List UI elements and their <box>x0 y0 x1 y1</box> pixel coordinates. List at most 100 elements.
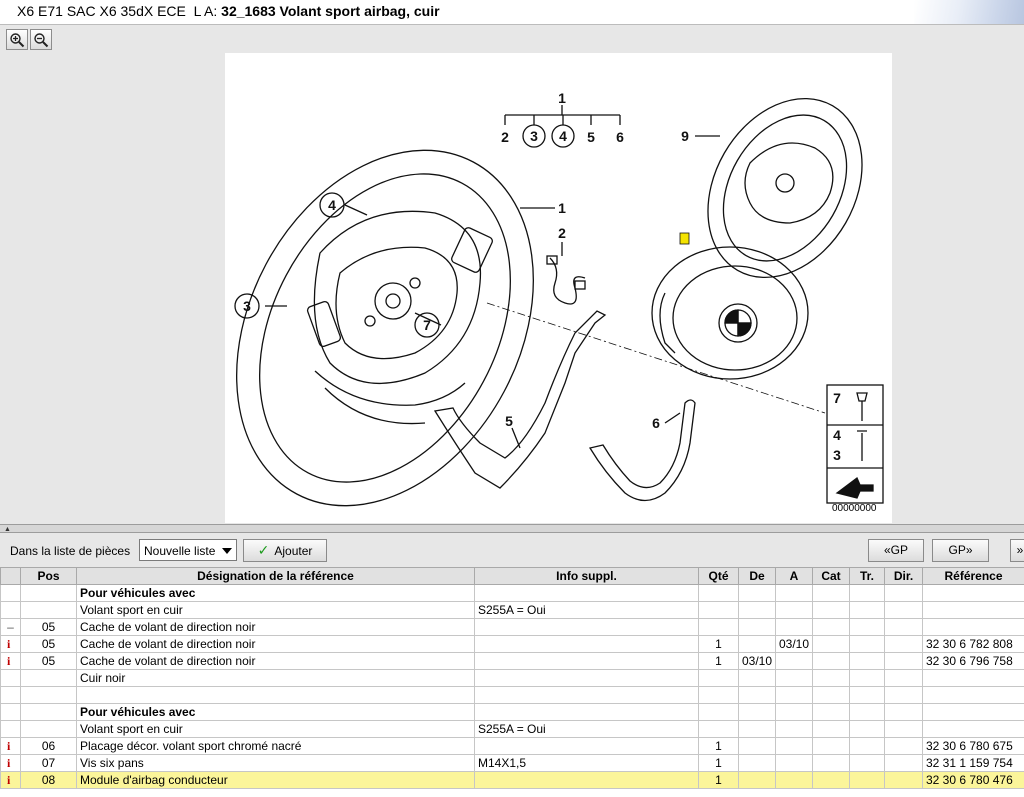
row-qte: 1 <box>698 652 739 670</box>
row-designation: Pour véhicules avec <box>76 584 475 602</box>
row-info <box>474 737 699 755</box>
row-qte <box>698 618 739 636</box>
table-header-row: Pos Désignation de la référence Info sup… <box>0 567 1024 585</box>
parts-table-container[interactable]: Pos Désignation de la référence Info sup… <box>0 567 1024 797</box>
row-info <box>474 635 699 653</box>
row-cat <box>812 703 850 721</box>
row-pos: 05 <box>20 652 77 670</box>
callout-label: 3 <box>530 128 538 144</box>
col-header-de[interactable]: De <box>738 567 776 585</box>
row-cat <box>812 635 850 653</box>
row-de <box>738 737 776 755</box>
collapse-arrow-icon[interactable]: ▲ <box>4 526 11 533</box>
row-de <box>738 703 776 721</box>
row-dir <box>884 771 923 789</box>
zoom-out-button[interactable] <box>30 29 52 50</box>
col-header-tr[interactable]: Tr. <box>849 567 885 585</box>
row-de <box>738 618 776 636</box>
row-cat <box>812 618 850 636</box>
row-de <box>738 669 776 687</box>
row-cat <box>812 720 850 738</box>
info-icon[interactable]: i <box>0 771 21 789</box>
double-chevron-icon: » <box>1016 543 1024 557</box>
row-a <box>775 584 813 602</box>
row-designation: Volant sport en cuir <box>76 720 475 738</box>
row-dir <box>884 601 923 619</box>
callout-label: 5 <box>505 413 513 429</box>
col-header-a[interactable]: A <box>775 567 813 585</box>
zoom-in-button[interactable] <box>6 29 28 50</box>
col-header-dir[interactable]: Dir. <box>884 567 923 585</box>
row-de <box>738 720 776 738</box>
callout-label: 4 <box>833 427 841 443</box>
table-row[interactable]: Pour véhicules avec <box>0 584 1024 602</box>
col-header-designation[interactable]: Désignation de la référence <box>76 567 475 585</box>
prev-gp-button[interactable]: «GP <box>868 539 924 562</box>
row-tr <box>849 601 885 619</box>
title-bar: X6 E71 SAC X6 35dX ECE L A: 32_1683 Vola… <box>0 0 1024 24</box>
row-a <box>775 686 813 704</box>
row-qte <box>698 584 739 602</box>
row-de: 03/10 <box>738 652 776 670</box>
row-tr <box>849 652 885 670</box>
row-a: 03/10 <box>775 635 813 653</box>
callout-label: 9 <box>681 128 689 144</box>
col-header-pos[interactable]: Pos <box>20 567 77 585</box>
diagram-viewport[interactable]: 1 2 3 4 5 6 1 2 3 4 5 6 7 9 7 4 3 000000… <box>0 52 1024 524</box>
table-row[interactable]: Pour véhicules avec <box>0 703 1024 721</box>
row-tr <box>849 669 885 687</box>
parts-diagram[interactable]: 1 2 3 4 5 6 1 2 3 4 5 6 7 9 7 4 3 000000… <box>225 53 892 523</box>
row-a <box>775 652 813 670</box>
row-pos <box>20 584 77 602</box>
row-qte <box>698 669 739 687</box>
table-row[interactable] <box>0 686 1024 704</box>
row-pos <box>20 720 77 738</box>
row-pos <box>20 601 77 619</box>
last-button[interactable]: » <box>1010 539 1024 562</box>
bmw-logo <box>718 303 758 343</box>
zoom-in-icon <box>10 33 25 48</box>
row-info: S255A = Oui <box>474 601 699 619</box>
col-header-cat[interactable]: Cat <box>812 567 850 585</box>
lower-trim-part <box>433 310 607 489</box>
wheel-rim-outer <box>236 149 534 507</box>
info-icon[interactable]: i <box>0 635 21 653</box>
row-a <box>775 754 813 772</box>
row-designation: Module d'airbag conducteur <box>76 771 475 789</box>
row-a <box>775 737 813 755</box>
pane-splitter[interactable]: ▲ <box>0 524 1024 533</box>
callout-label: 2 <box>501 129 509 145</box>
info-icon[interactable]: i <box>0 737 21 755</box>
parts-list-select[interactable]: Nouvelle liste <box>139 539 237 561</box>
col-header-reference[interactable]: Référence <box>922 567 1024 585</box>
callout-label: 6 <box>652 415 660 431</box>
next-gp-button[interactable]: GP» <box>932 539 989 562</box>
prev-gp-label: «GP <box>883 543 908 557</box>
row-qte: 1 <box>698 754 739 772</box>
callout-label: 6 <box>616 129 624 145</box>
col-header-icon[interactable] <box>0 567 21 585</box>
action-bar: Dans la liste de pièces Nouvelle liste ✓… <box>0 533 1024 567</box>
callout-label: 7 <box>423 317 431 333</box>
table-row[interactable]: Cuir noir <box>0 669 1024 687</box>
row-reference <box>922 601 1024 619</box>
col-header-qte[interactable]: Qté <box>698 567 739 585</box>
row-dir <box>884 652 923 670</box>
add-button[interactable]: ✓Ajouter <box>243 539 327 562</box>
info-icon[interactable]: i <box>0 652 21 670</box>
row-dir <box>884 584 923 602</box>
row-tr <box>849 720 885 738</box>
info-icon[interactable]: i <box>0 754 21 772</box>
row-info-icon <box>0 601 21 619</box>
wheel-hub <box>313 210 482 384</box>
col-header-info[interactable]: Info suppl. <box>474 567 699 585</box>
row-info <box>474 652 699 670</box>
